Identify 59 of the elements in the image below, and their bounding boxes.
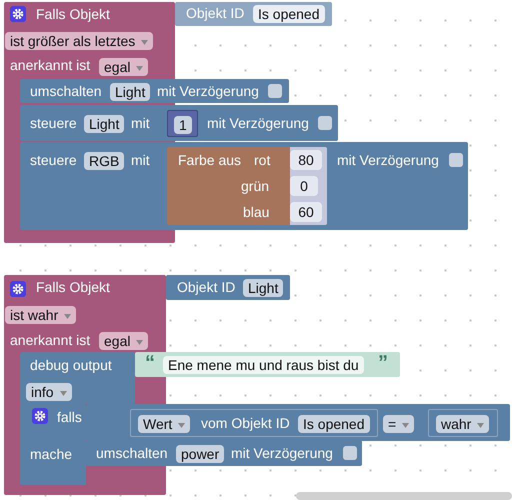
quote-mark: ”: [378, 355, 388, 371]
action-block: [20, 142, 468, 230]
dropdown: ist größer als letztes: [5, 32, 154, 50]
block-label: steuere: [30, 152, 77, 168]
debug-block: [20, 352, 135, 404]
number-field: 60: [290, 202, 322, 222]
object-id-block: [175, 2, 332, 26]
block-label: umschalten: [96, 445, 168, 461]
block-label: Falls Objekt: [36, 6, 110, 22]
value-field: Light: [110, 83, 150, 101]
number-block: [167, 110, 198, 137]
number-field: 0: [290, 176, 318, 196]
dropdown: Wert: [138, 415, 190, 433]
value-field: Ene mene mu und raus bist du: [163, 356, 364, 374]
block-label: blau: [243, 204, 270, 220]
block-label: mit Verzögerung: [337, 152, 439, 168]
block-label: falls: [57, 409, 82, 425]
block-label: Objekt ID: [186, 5, 244, 21]
object-id-block: [166, 275, 290, 300]
color-block: [167, 147, 327, 225]
dropdown: info: [26, 383, 72, 401]
block-label: mache: [30, 446, 72, 462]
block-label: rot: [254, 152, 270, 168]
number-field: 80: [290, 150, 322, 170]
block-label: steuere: [30, 115, 77, 131]
block-label: mit Verzögerung: [207, 115, 309, 131]
block-label: grün: [241, 178, 270, 194]
block-label: mit: [131, 152, 150, 168]
block-label: vom Objekt ID: [201, 415, 290, 431]
value-field: RGB: [84, 152, 124, 170]
dropdown: egal: [99, 58, 148, 76]
block-label: umschalten: [30, 83, 102, 99]
block-label: Farbe aus: [178, 152, 242, 168]
block-label: Objekt ID: [177, 279, 236, 295]
if-block: [20, 403, 86, 485]
text-block: [135, 352, 400, 377]
block-label: mit: [131, 115, 150, 131]
block-label: anerkannt ist: [10, 332, 90, 348]
block-label: anerkannt ist: [10, 57, 90, 73]
action-block: [20, 79, 289, 103]
value-field: 1: [174, 116, 192, 134]
value-field: Light: [84, 115, 124, 133]
block-label: debug output: [30, 357, 112, 373]
value-field: Is opened: [253, 5, 324, 23]
dropdown: ist wahr: [5, 306, 76, 324]
value-field: Is opened: [298, 415, 370, 433]
value-field: power: [176, 445, 224, 463]
dropdown: egal: [99, 332, 148, 350]
quote-mark: “: [145, 355, 155, 371]
value-field: Light: [243, 279, 284, 297]
dropdown: =: [383, 415, 414, 433]
action-block: [20, 105, 338, 141]
block-label: Falls Objekt: [36, 279, 110, 295]
block-label: mit Verzögerung: [231, 445, 333, 461]
block-label: mit Verzögerung: [157, 83, 259, 99]
boolean-block: [428, 409, 498, 437]
dropdown: wahr: [436, 415, 490, 433]
action-block: [86, 440, 362, 466]
value-block: [130, 409, 378, 437]
